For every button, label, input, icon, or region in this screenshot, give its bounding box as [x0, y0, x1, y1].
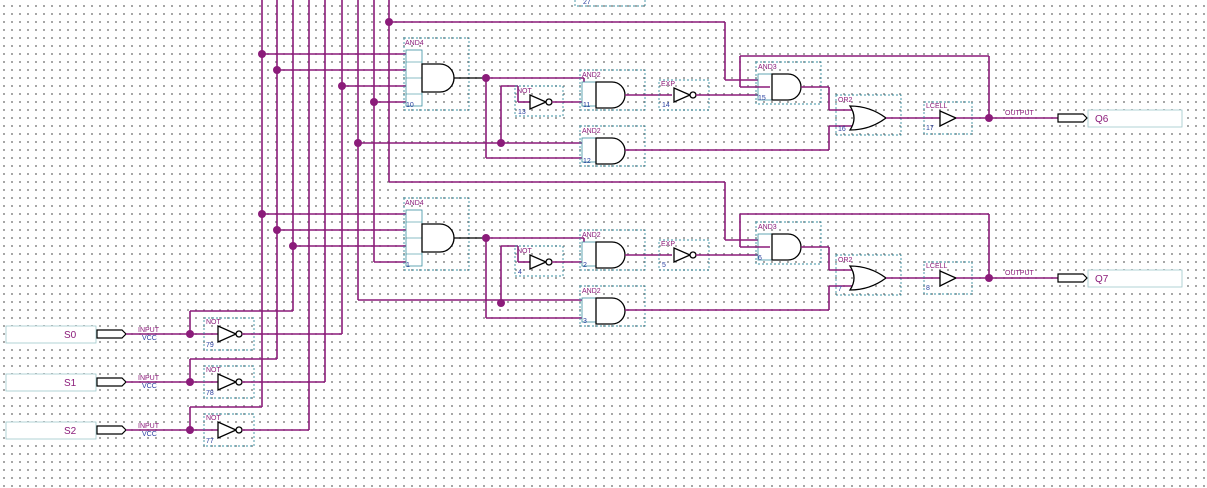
output-unit-q7: AND4 1 NOT 4 AND2 2 — [258, 181, 1183, 327]
not-gate-mid[interactable]: NOT 13 — [514, 85, 564, 117]
output-type-label: OUTPUT — [1005, 110, 1035, 117]
or2-label: OR2 — [838, 97, 853, 104]
input-name: S0 — [64, 330, 77, 341]
exp-id: 5 — [662, 262, 666, 269]
and3-label: AND3 — [758, 64, 777, 71]
input-type-label: INPUT — [138, 375, 160, 382]
not-label: NOT — [206, 319, 222, 326]
exp-gate[interactable]: EXP 14 — [658, 79, 710, 111]
and3-gate[interactable]: AND3 6 — [755, 221, 822, 265]
or2-gate[interactable]: OR2 16 — [835, 94, 902, 136]
not-mid-id: 13 — [518, 109, 526, 116]
output-pin-q7[interactable]: OUTPUT Q7 — [1005, 269, 1183, 288]
and2-gate-a[interactable]: AND2 11 — [579, 69, 646, 111]
not-label: NOT — [206, 415, 222, 422]
partial-symbol-id: 27 — [583, 0, 591, 6]
exp-label: EXP — [661, 241, 675, 248]
output-name: Q6 — [1095, 114, 1109, 125]
lcell-label: LCELL — [926, 103, 948, 110]
vertical-bus — [261, 0, 390, 430]
and2a-id: 2 — [583, 262, 587, 269]
or2-label: OR2 — [838, 257, 853, 264]
and2b-label: AND2 — [582, 128, 601, 135]
and2b-id: 12 — [583, 158, 591, 165]
and4-gate[interactable]: AND4 10 — [403, 37, 486, 111]
not-mid-label: NOT — [517, 248, 533, 255]
partial-symbol-top: 27 — [574, 0, 646, 7]
or2-gate[interactable]: OR2 7 — [835, 254, 902, 296]
not-label: NOT — [206, 367, 222, 374]
not-id: 78 — [206, 390, 214, 397]
and4-id: 10 — [406, 102, 414, 109]
and4-id: 1 — [406, 262, 410, 269]
and2-gate-b[interactable]: AND2 12 — [579, 125, 646, 167]
not-gate-mid[interactable]: NOT 4 — [514, 245, 564, 277]
and3-label: AND3 — [758, 224, 777, 231]
and3-gate[interactable]: AND3 15 — [755, 61, 822, 105]
input-name: S1 — [64, 378, 77, 389]
output-type-label: OUTPUT — [1005, 270, 1035, 277]
and2a-id: 11 — [583, 102, 590, 109]
and3-id: 6 — [758, 255, 762, 262]
input-pin-s2[interactable]: S2 INPUT VCC — [5, 421, 160, 440]
output-unit-q6: AND4 10 NOT 13 AND2 11 — [258, 18, 1183, 167]
and4-label: AND4 — [405, 40, 424, 47]
not-mid-id: 4 — [518, 269, 522, 276]
input-name: S2 — [64, 426, 77, 437]
exp-id: 14 — [662, 102, 670, 109]
lcell-label: LCELL — [926, 263, 948, 270]
input-section: S0 INPUT VCC NOT 79 S1 INPUT VCC — [5, 310, 342, 447]
input-type-label: INPUT — [138, 327, 160, 334]
output-pin-q6[interactable]: OUTPUT Q6 — [1005, 109, 1183, 128]
and2-gate-a[interactable]: AND2 2 — [579, 229, 646, 271]
lcell-id: 8 — [926, 285, 930, 292]
and2-gate-b[interactable]: AND2 3 — [579, 285, 646, 327]
and4-label: AND4 — [405, 200, 424, 207]
not-id: 77 — [206, 438, 214, 445]
and2a-label: AND2 — [582, 232, 601, 239]
output-name: Q7 — [1095, 274, 1109, 285]
input-type-label: INPUT — [138, 423, 160, 430]
input-default-label: VCC — [142, 335, 157, 342]
input-pin-s1[interactable]: S1 INPUT VCC — [5, 373, 160, 392]
input-default-label: VCC — [142, 383, 157, 390]
lcell-id: 17 — [926, 125, 934, 132]
or2-id: 7 — [838, 286, 842, 293]
and2b-id: 3 — [583, 318, 587, 325]
or2-id: 16 — [838, 126, 846, 133]
not-mid-label: NOT — [517, 88, 533, 95]
and2a-label: AND2 — [582, 72, 601, 79]
and2b-label: AND2 — [582, 288, 601, 295]
input-default-label: VCC — [142, 431, 157, 438]
and3-id: 15 — [758, 95, 766, 102]
input-pin-s0[interactable]: S0 INPUT VCC — [5, 325, 160, 344]
exp-label: EXP — [661, 81, 675, 88]
not-id: 79 — [206, 342, 214, 349]
and4-gate[interactable]: AND4 1 — [403, 197, 486, 271]
